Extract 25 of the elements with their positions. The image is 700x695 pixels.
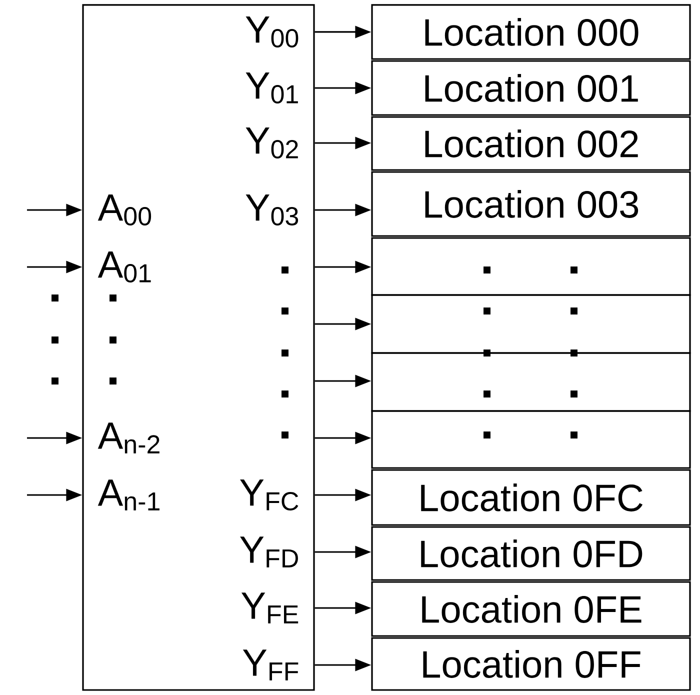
signal-label: Y$_{03}$	[246, 194, 298, 226]
memory-cell: Location 000	[371, 4, 691, 60]
memory-cell: Location 0FD	[371, 526, 691, 581]
signal-label: Y$_{02}$	[246, 128, 298, 158]
memory-cell	[371, 410, 691, 469]
memory-cell: Location 001	[371, 60, 691, 116]
memory-cell	[371, 294, 691, 354]
signal-label: A$_{00}$	[98, 194, 152, 226]
signal-label: A$_{01}$	[98, 252, 151, 282]
signal-label: Y$_{FE}$	[241, 592, 298, 624]
signal-label: A$_{n-1}$	[98, 480, 160, 510]
signal-label: Y$_{01}$	[246, 72, 298, 104]
memory-cell: Location 003	[371, 171, 691, 237]
memory-cell: Location 002	[371, 116, 691, 171]
signal-label: Y$_{00}$	[246, 16, 298, 48]
signal-label: A$_{n-2}$	[98, 422, 160, 454]
memory-cell	[371, 352, 691, 412]
memory-cell: Location 0FC	[371, 469, 691, 526]
memory-cell: Location 0FF	[371, 637, 691, 691]
decoder-box	[82, 4, 315, 691]
signal-label: Y$_{FF}$	[242, 650, 298, 680]
signal-label: Y$_{FC}$	[240, 480, 298, 510]
signal-label: Y$_{FD}$	[240, 536, 298, 568]
memory-cell: Location 0FE	[371, 581, 691, 637]
memory-cell	[371, 237, 691, 296]
